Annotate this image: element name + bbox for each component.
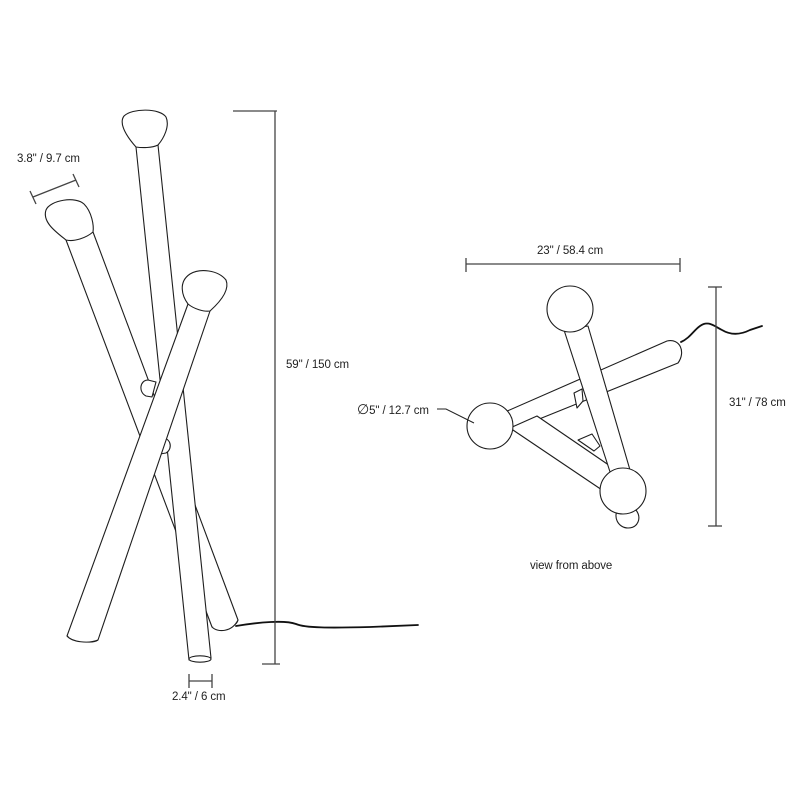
top-view	[437, 258, 763, 529]
connector-top-2	[577, 433, 601, 452]
shade-right	[181, 270, 228, 312]
label-depth: 31" / 78 cm	[729, 397, 786, 409]
dimension-width	[465, 258, 681, 272]
shade-top-3	[599, 467, 647, 515]
caption-view-from-above: view from above	[530, 560, 613, 572]
connector-top-1	[573, 388, 584, 409]
label-top-width: 23" / 58.4 cm	[537, 245, 604, 257]
tube-front	[66, 303, 211, 643]
label-tube-diameter: 2.4" / 6 cm	[172, 691, 226, 703]
power-cord-side	[235, 620, 419, 629]
dimension-height	[233, 110, 280, 665]
connector-clip-upper	[140, 379, 157, 398]
power-cord-top	[680, 322, 763, 343]
label-height: 59" / 150 cm	[286, 359, 349, 371]
label-shade-width: 3.8" / 9.7 cm	[17, 153, 80, 165]
shade-top	[121, 109, 168, 149]
dimension-depth	[708, 286, 722, 527]
leader-shade-diameter	[437, 408, 475, 424]
side-view	[29, 109, 419, 688]
dimension-tube-diameter	[188, 674, 213, 688]
diameter-symbol-icon: ∅	[357, 401, 370, 417]
shade-top-2	[466, 402, 514, 450]
shade-top-1	[546, 285, 594, 333]
label-shade-diameter: ∅5" / 12.7 cm	[357, 401, 429, 417]
dimension-shade-width	[29, 173, 80, 205]
shade-left	[44, 199, 94, 242]
